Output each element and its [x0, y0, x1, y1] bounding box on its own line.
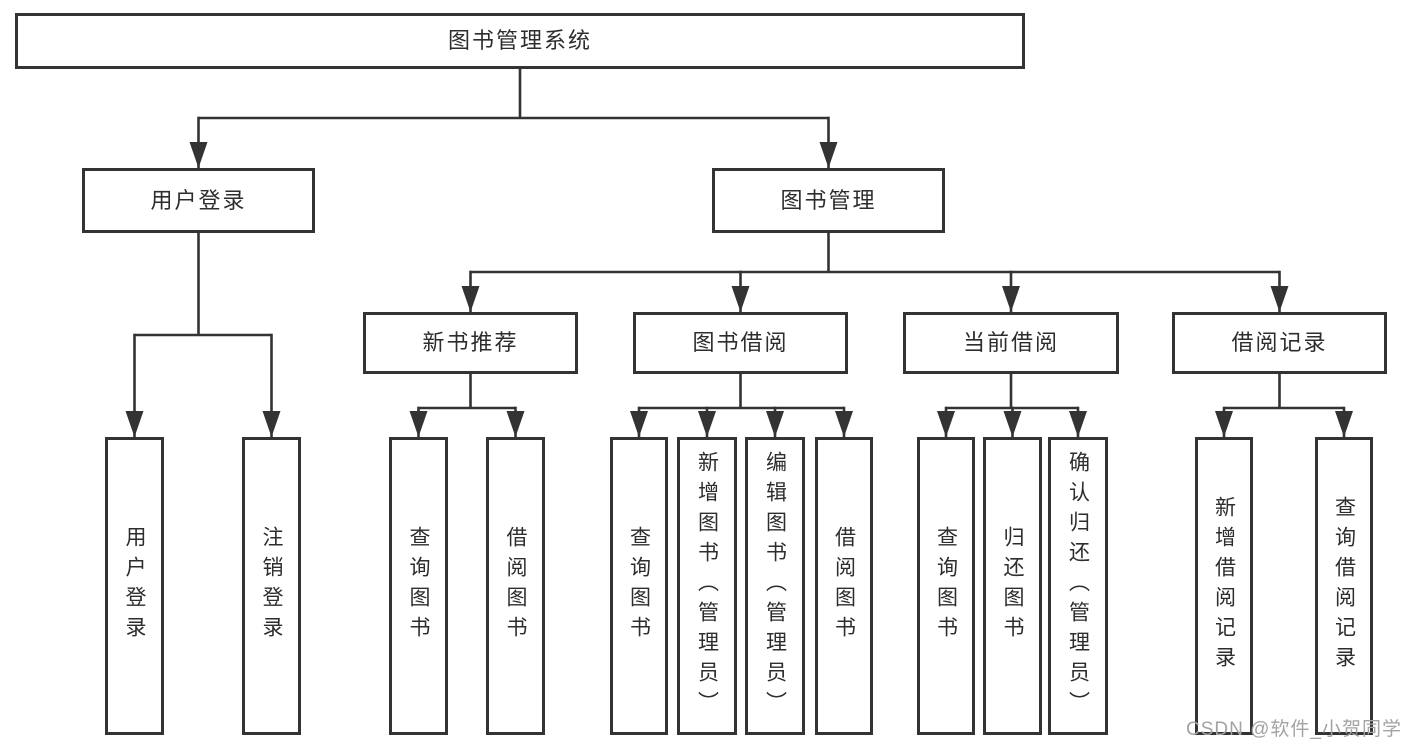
arrowhead-leaf-query-book-2	[630, 411, 648, 437]
arrowhead-book-management	[819, 142, 838, 168]
arrowhead-leaf-user-login	[125, 411, 144, 437]
node-leaf-edit-book: 编辑图书（管理员）	[745, 437, 805, 735]
arrowhead-leaf-query-book-3	[937, 411, 955, 437]
node-book-management: 图书管理	[712, 168, 945, 233]
arrowhead-new-book-recommend	[461, 286, 480, 312]
node-leaf-borrow-book-1: 借阅图书	[486, 437, 545, 735]
node-root: 图书管理系统	[15, 13, 1025, 69]
node-leaf-query-book-1: 查询图书	[389, 437, 448, 735]
node-leaf-query-borrow-record: 查询借阅记录	[1315, 437, 1373, 735]
arrowhead-leaf-add-borrow-record	[1215, 411, 1233, 437]
arrowhead-book-borrow	[731, 286, 750, 312]
arrowhead-leaf-edit-book	[766, 411, 784, 437]
node-leaf-query-book-3: 查询图书	[917, 437, 975, 735]
node-borrow-records: 借阅记录	[1172, 312, 1387, 374]
arrowhead-leaf-logout	[262, 411, 281, 437]
arrowhead-leaf-return-book	[1003, 411, 1022, 437]
arrowhead-user-login-branch	[189, 142, 208, 168]
arrowhead-leaf-confirm-return	[1069, 411, 1087, 437]
watermark: CSDN @软件_小贺同学	[1186, 719, 1402, 740]
node-book-borrow: 图书借阅	[633, 312, 848, 374]
arrowhead-borrow-records	[1270, 286, 1289, 312]
node-leaf-query-book-2: 查询图书	[610, 437, 668, 735]
node-leaf-logout: 注销登录	[242, 437, 301, 735]
node-new-book-recommend: 新书推荐	[363, 312, 578, 374]
arrowhead-leaf-query-book-1	[409, 411, 428, 437]
node-leaf-user-login: 用户登录	[105, 437, 164, 735]
node-leaf-add-book: 新增图书（管理员）	[677, 437, 737, 735]
node-leaf-return-book: 归还图书	[983, 437, 1042, 735]
node-leaf-confirm-return: 确认归还（管理员）	[1048, 437, 1108, 735]
node-leaf-borrow-book-2: 借阅图书	[815, 437, 873, 735]
arrowhead-leaf-add-book	[698, 411, 716, 437]
node-user-login-branch: 用户登录	[82, 168, 315, 233]
arrowhead-leaf-query-borrow-record	[1335, 411, 1353, 437]
arrowhead-leaf-borrow-book-2	[835, 411, 853, 437]
node-leaf-add-borrow-record: 新增借阅记录	[1195, 437, 1253, 735]
node-current-borrow: 当前借阅	[903, 312, 1119, 374]
arrowhead-current-borrow	[1002, 286, 1020, 312]
arrowhead-leaf-borrow-book-1	[506, 411, 525, 437]
